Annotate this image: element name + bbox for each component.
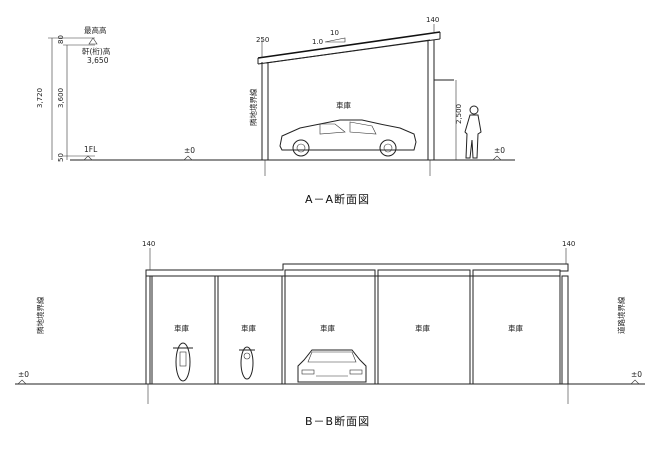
eave-height-value: 3,650: [87, 56, 109, 65]
boundary-label-bb-right: 道路境界線: [616, 296, 626, 334]
post-left-aa: [261, 62, 269, 160]
roof-bb: [145, 248, 569, 277]
bays-bb: [145, 269, 569, 385]
garage-label-aa: 車庫: [336, 100, 351, 110]
scooter-icon: [239, 346, 255, 380]
car-front-icon: [297, 349, 367, 383]
ground-zero-bb-right: ±0: [631, 370, 642, 379]
title-bb: B－B断面図: [305, 414, 370, 428]
height-dimensions: 80 3,720 3,600 50: [36, 35, 95, 162]
dim-base: 80: [57, 35, 65, 44]
boundary-label-bb-left: 隣地境界線: [35, 296, 45, 334]
floor-level-label: 1FL: [84, 145, 98, 154]
bay-label-2: 車庫: [241, 323, 256, 333]
ground-zero-aa-2: ±0: [494, 146, 505, 155]
car-side-icon: [279, 119, 417, 157]
dim-slope: 1.0: [312, 38, 323, 46]
max-height-label: 最高高: [84, 25, 107, 35]
bay-label-5: 車庫: [508, 323, 523, 333]
dim-main: 3,600: [57, 88, 65, 108]
post-right-aa: [427, 40, 435, 160]
dim-eave-left: 250: [256, 36, 269, 44]
boundary-label-aa: 隣地境界線: [248, 88, 258, 126]
section-bb: 140 140 車庫 車庫 車庫 車庫 車庫: [15, 240, 645, 428]
ground-zero-aa-1: ±0: [184, 146, 195, 155]
dim-edge-right: 140: [562, 240, 575, 248]
dim-person-height: 2,500: [455, 104, 463, 124]
title-aa: A－A断面図: [305, 192, 370, 206]
dim-slope-run: 10: [330, 29, 339, 37]
person-icon: [464, 105, 482, 159]
dim-total: 3,720: [36, 88, 44, 108]
bay-label-1: 車庫: [174, 323, 189, 333]
motorcycle-icon: [173, 342, 193, 382]
ground-zero-bb-left: ±0: [18, 370, 29, 379]
dim-edge-left: 140: [142, 240, 155, 248]
section-aa: 250 140 1.0 10 80 3,720 3,600 50 最高高 軒(桁…: [36, 16, 515, 206]
dim-ground: 50: [57, 153, 65, 162]
eave-height-label: 軒(桁)高: [82, 46, 111, 56]
dim-eave-right: 140: [426, 16, 439, 24]
roof-aa: [257, 31, 441, 65]
bay-label-3: 車庫: [320, 323, 335, 333]
bay-label-4: 車庫: [415, 323, 430, 333]
